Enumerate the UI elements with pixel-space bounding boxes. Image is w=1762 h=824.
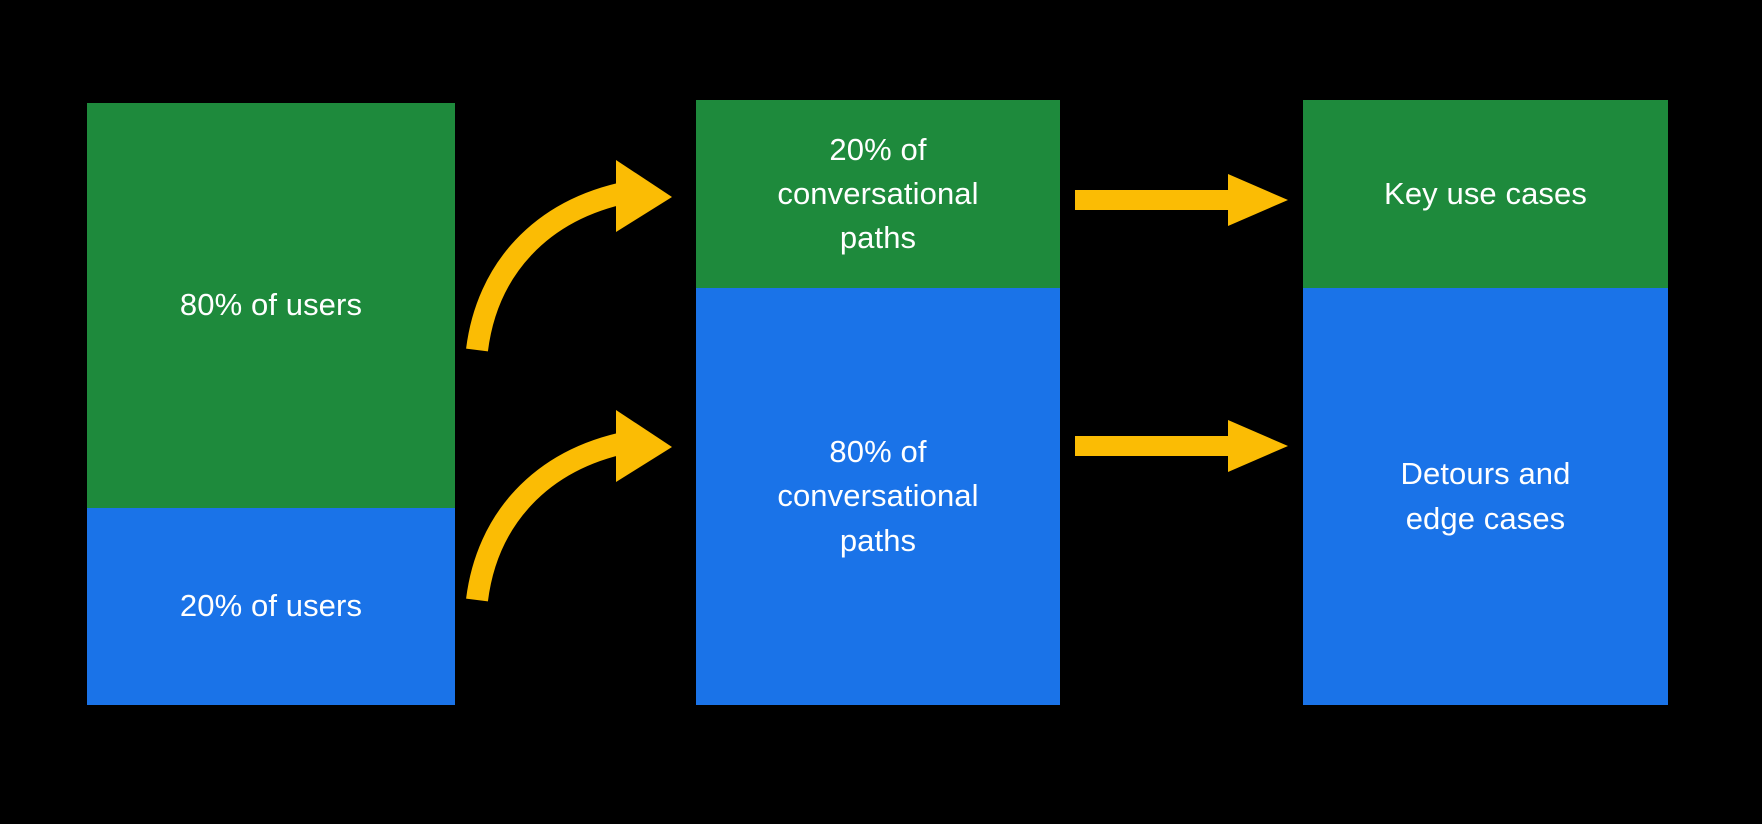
column-users: 80% of users 20% of users [87,103,455,705]
segment-label: Key use cases [1384,175,1587,211]
segment-paths-minority: 20% of conversational paths [696,100,1060,288]
column-conversational-paths: 20% of conversational paths 80% of conve… [696,100,1060,705]
curved-arrow-top-icon [466,160,672,352]
segment-detours-edge-cases: Detours and edge cases [1303,288,1668,705]
segment-key-use-cases: Key use cases [1303,100,1668,288]
segment-label: 80% of users [179,287,363,323]
segment-label: 80% of conversational paths [777,434,979,558]
straight-arrow-top-icon [1075,174,1288,226]
segment-users-minority: 20% of users [87,508,455,705]
segment-label: 20% of users [179,588,363,624]
segment-users-majority: 80% of users [87,103,455,508]
straight-arrow-bottom-icon [1075,420,1288,472]
segment-label: 20% of conversational paths [777,131,979,255]
curved-arrow-bottom-icon [466,410,672,602]
segment-label: Detours and edge cases [1400,456,1571,536]
column-outcomes: Key use cases Detours and edge cases [1303,100,1668,705]
segment-paths-majority: 80% of conversational paths [696,288,1060,705]
